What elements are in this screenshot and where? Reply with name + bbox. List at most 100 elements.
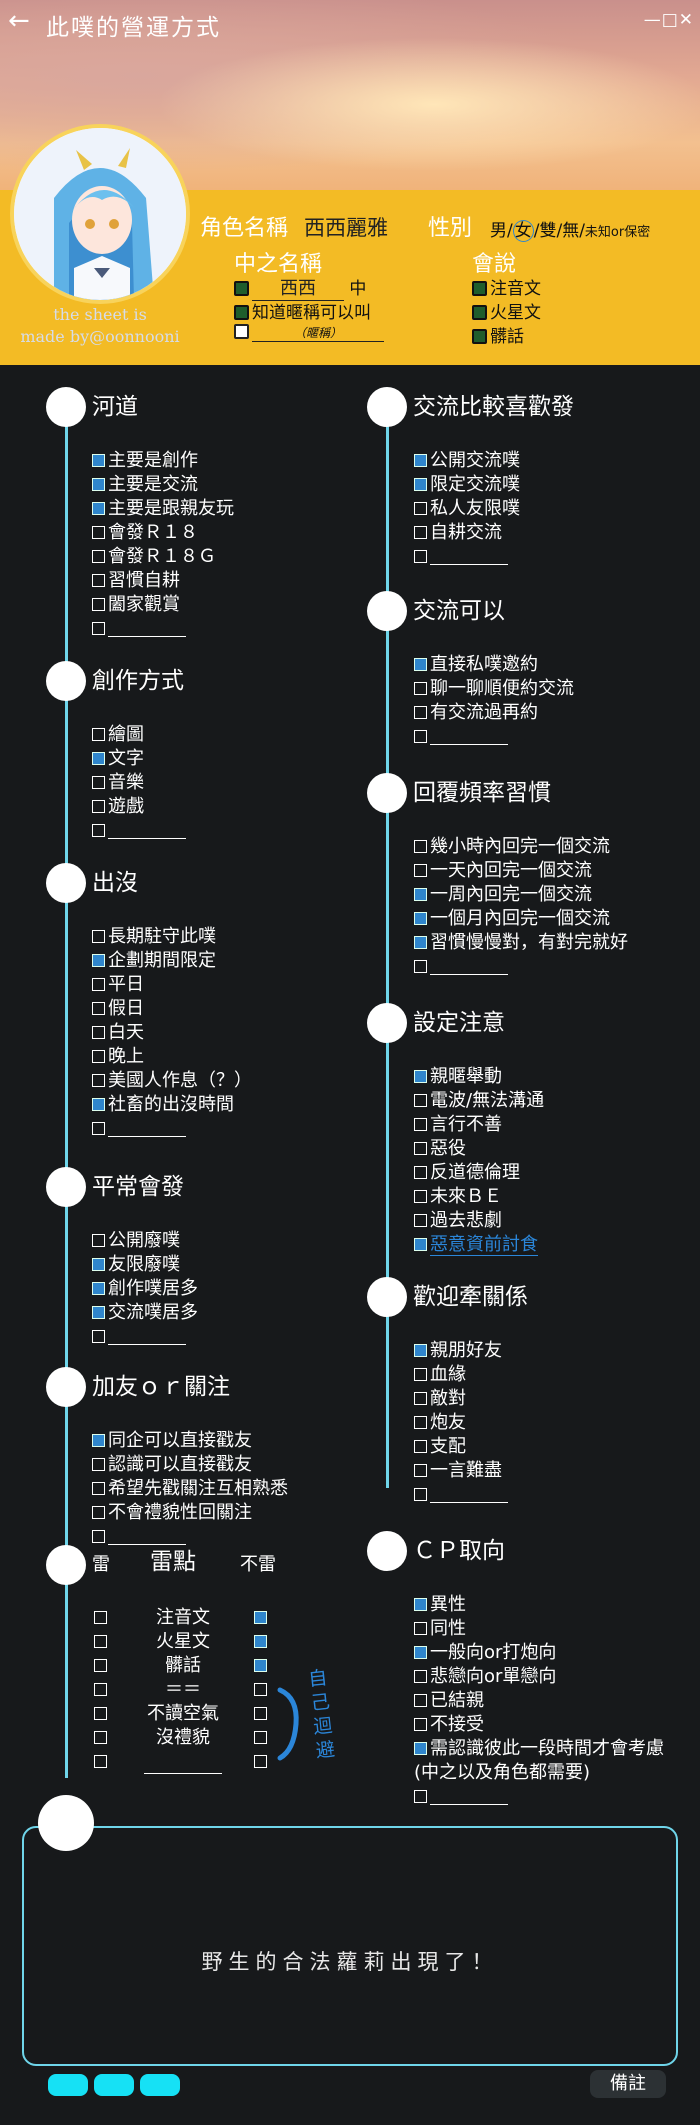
checkbox[interactable] xyxy=(234,305,249,320)
option-item[interactable]: 美國人作息（？） xyxy=(92,1069,252,1093)
option-item[interactable]: 同性 xyxy=(414,1617,466,1641)
option-item[interactable]: 習慣慢慢對，有對完就好 xyxy=(414,931,628,955)
checkbox[interactable] xyxy=(414,1238,427,1251)
option-item[interactable]: 不接受 xyxy=(414,1713,484,1737)
checkbox[interactable] xyxy=(92,574,105,587)
checkbox[interactable] xyxy=(92,622,105,635)
option-item[interactable]: 主要是跟親友玩 xyxy=(92,497,234,521)
checkbox[interactable] xyxy=(414,1742,427,1755)
option-item[interactable]: 主要是創作 xyxy=(92,449,198,473)
checkbox[interactable] xyxy=(92,526,105,539)
option-item[interactable]: 繪圖 xyxy=(92,723,144,747)
checkbox[interactable] xyxy=(414,706,427,719)
option-item[interactable]: 已結親 xyxy=(414,1689,484,1713)
pill-tab-3[interactable] xyxy=(140,2074,180,2096)
checkbox[interactable] xyxy=(414,1368,427,1381)
checkbox[interactable] xyxy=(414,1214,427,1227)
option-item[interactable]: 闔家觀賞 xyxy=(92,593,180,617)
option-item[interactable]: 血緣 xyxy=(414,1363,466,1387)
checkbox[interactable] xyxy=(414,960,427,973)
option-item[interactable]: 惡意資前討食 xyxy=(414,1233,538,1257)
option-item[interactable]: 未來ＢＥ xyxy=(414,1185,502,1209)
option-item[interactable]: 公開廢噗 xyxy=(92,1229,180,1253)
blank-option[interactable] xyxy=(414,1483,508,1507)
checkbox[interactable] xyxy=(92,550,105,563)
option-item[interactable]: 反道德倫理 xyxy=(414,1161,520,1185)
option-item[interactable]: 同企可以直接戳友 xyxy=(92,1429,252,1453)
checkbox[interactable] xyxy=(414,550,427,563)
checkbox[interactable] xyxy=(414,840,427,853)
option-item[interactable]: 親暱舉動 xyxy=(414,1065,502,1089)
checkbox[interactable] xyxy=(92,1458,105,1471)
option-item[interactable]: 主要是交流 xyxy=(92,473,198,497)
gender-options[interactable]: 男/女/雙/無/未知or保密 xyxy=(490,220,651,242)
option-item[interactable]: 聊一聊順便約交流 xyxy=(414,677,574,701)
checkbox[interactable] xyxy=(92,598,105,611)
checkbox[interactable] xyxy=(414,1464,427,1477)
checkbox[interactable] xyxy=(414,1488,427,1501)
option-item[interactable]: 私人友限噗 xyxy=(414,497,520,521)
option-item[interactable]: 言行不善 xyxy=(414,1113,502,1137)
checkbox[interactable] xyxy=(414,1718,427,1731)
option-item[interactable]: 幾小時內回完一個交流 xyxy=(414,835,610,859)
checkbox[interactable] xyxy=(92,1026,105,1039)
option-item[interactable]: (中之以及角色都需要) xyxy=(414,1761,590,1785)
option-item[interactable]: 希望先戳關注互相熟悉 xyxy=(92,1477,288,1501)
checkbox[interactable] xyxy=(92,502,105,515)
blank-option[interactable] xyxy=(414,955,508,979)
option-item[interactable]: 音樂 xyxy=(92,771,144,795)
option-item[interactable]: 假日 xyxy=(92,997,144,1021)
option-item[interactable]: 限定交流噗 xyxy=(414,473,520,497)
trigger-checkbox[interactable] xyxy=(94,1683,107,1696)
option-item[interactable]: 有交流過再約 xyxy=(414,701,538,725)
checkbox[interactable] xyxy=(92,800,105,813)
checkbox[interactable] xyxy=(92,1530,105,1543)
option-item[interactable]: 會發Ｒ１８Ｇ xyxy=(92,545,216,569)
checkbox[interactable] xyxy=(414,1598,427,1611)
checkbox[interactable] xyxy=(414,658,427,671)
checkbox[interactable] xyxy=(414,1646,427,1659)
checkbox[interactable] xyxy=(92,1074,105,1087)
checkbox[interactable] xyxy=(414,502,427,515)
option-item[interactable]: 社畜的出沒時間 xyxy=(92,1093,234,1117)
checkbox[interactable] xyxy=(92,1122,105,1135)
checkbox[interactable] xyxy=(92,1002,105,1015)
checkbox[interactable] xyxy=(92,824,105,837)
checkbox[interactable] xyxy=(472,305,487,320)
option-item[interactable]: 白天 xyxy=(92,1021,144,1045)
blank-option[interactable] xyxy=(92,1525,186,1549)
option-item[interactable]: 一周內回完一個交流 xyxy=(414,883,592,907)
checkbox[interactable] xyxy=(414,912,427,925)
blank-option[interactable] xyxy=(92,819,186,843)
back-arrow-icon[interactable]: ← xyxy=(8,6,30,36)
option-item[interactable]: 遊戲 xyxy=(92,795,144,819)
checkbox[interactable] xyxy=(414,864,427,877)
checkbox[interactable] xyxy=(92,1282,105,1295)
trigger-checkbox[interactable] xyxy=(94,1707,107,1720)
trigger-checkbox[interactable] xyxy=(94,1755,107,1768)
option-item[interactable]: 自耕交流 xyxy=(414,521,502,545)
checkbox[interactable] xyxy=(92,954,105,967)
non-trigger-checkbox[interactable] xyxy=(254,1683,267,1696)
blank-option[interactable] xyxy=(414,725,508,749)
option-item[interactable]: 文字 xyxy=(92,747,144,771)
checkbox[interactable] xyxy=(414,1416,427,1429)
checkbox[interactable] xyxy=(92,478,105,491)
checkbox[interactable] xyxy=(234,281,249,296)
checkbox[interactable] xyxy=(92,1234,105,1247)
window-controls-icon[interactable]: —□✕ xyxy=(643,10,694,30)
checkbox[interactable] xyxy=(414,1118,427,1131)
checkbox[interactable] xyxy=(414,454,427,467)
option-item[interactable]: 習慣自耕 xyxy=(92,569,180,593)
option-item[interactable]: 異性 xyxy=(414,1593,466,1617)
checkbox[interactable] xyxy=(92,1330,105,1343)
option-item[interactable]: 一言難盡 xyxy=(414,1459,502,1483)
checkbox[interactable] xyxy=(414,1790,427,1803)
checkbox[interactable] xyxy=(414,1142,427,1155)
checkbox[interactable] xyxy=(414,1392,427,1405)
trigger-checkbox[interactable] xyxy=(94,1611,107,1624)
checkbox[interactable] xyxy=(92,930,105,943)
option-item[interactable]: 直接私噗邀約 xyxy=(414,653,538,677)
non-trigger-checkbox[interactable] xyxy=(254,1659,267,1672)
option-item[interactable]: 交流噗居多 xyxy=(92,1301,198,1325)
